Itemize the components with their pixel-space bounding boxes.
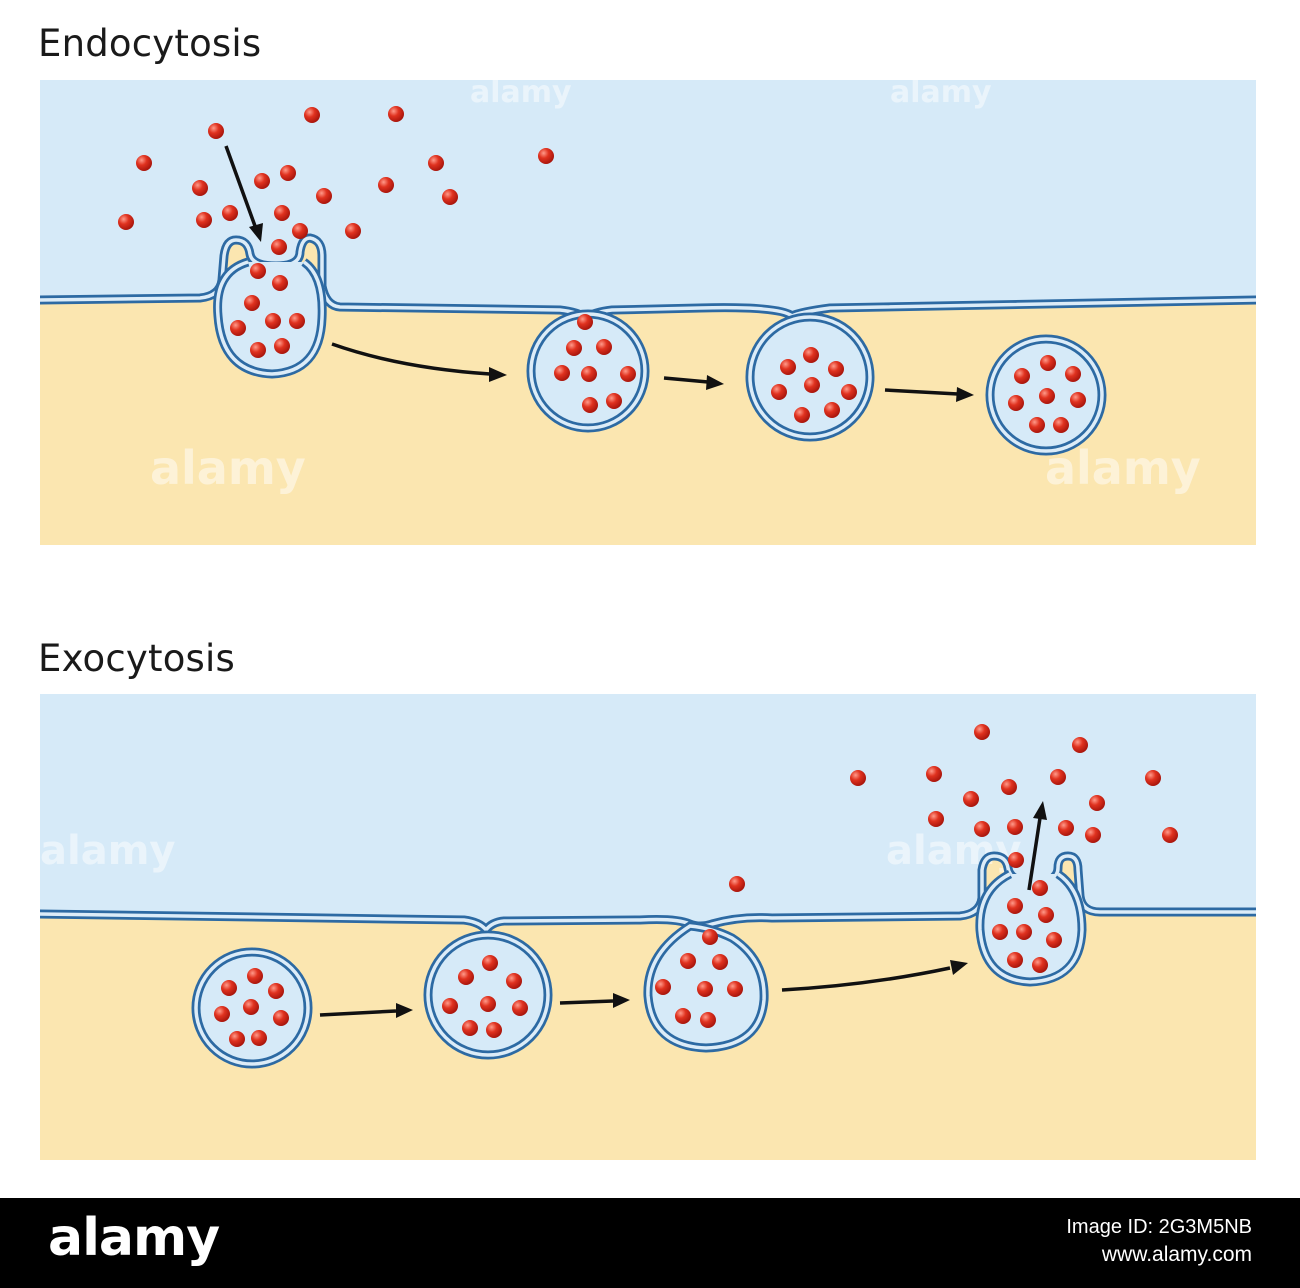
footer-image-id: Image ID: 2G3M5NB bbox=[1066, 1216, 1252, 1238]
plasma-membrane bbox=[40, 233, 1256, 323]
plasma-membrane bbox=[40, 851, 1256, 935]
vesicle-icon bbox=[423, 930, 553, 1060]
arrow-icon bbox=[224, 145, 263, 242]
extracellular-region bbox=[40, 80, 1256, 318]
arrow-icon bbox=[884, 387, 974, 402]
watermark-text: alamy bbox=[40, 828, 175, 874]
endocytosis-exocytosis-diagram: alamy alamy alamy alamy bbox=[40, 75, 1256, 1160]
arrow-icon bbox=[319, 1003, 413, 1018]
watermark-text: alamy bbox=[470, 75, 572, 110]
arrow-icon bbox=[663, 375, 724, 390]
exocytosis-panel: alamy alamy bbox=[40, 694, 1256, 1160]
vesicle-icon bbox=[975, 869, 1087, 987]
particle-icon bbox=[214, 724, 1178, 1047]
extracellular-region bbox=[40, 694, 1256, 930]
vesicle-icon bbox=[745, 312, 875, 442]
footer-image-info: Image ID: 2G3M5NB www.alamy.com bbox=[1066, 1213, 1252, 1269]
arrow-icon bbox=[331, 342, 507, 382]
footer-logo[interactable]: alamy bbox=[48, 1208, 220, 1268]
particle-icon bbox=[118, 106, 1086, 433]
endocytosis-title: Endocytosis bbox=[38, 22, 262, 65]
footer-site-link[interactable]: www.alamy.com bbox=[1101, 1243, 1252, 1266]
arrow-icon bbox=[1027, 801, 1047, 891]
watermark-text: alamy bbox=[150, 441, 306, 495]
exocytosis-title: Exocytosis bbox=[38, 637, 235, 680]
watermark-group: alamy alamy bbox=[40, 828, 1021, 874]
watermark-text: alamy bbox=[886, 828, 1021, 874]
arrow-icon bbox=[781, 960, 968, 992]
arrow-icon bbox=[559, 993, 630, 1008]
footer-bar: alamy Image ID: 2G3M5NB www.alamy.com bbox=[0, 1198, 1300, 1288]
watermark-text: alamy bbox=[890, 75, 992, 110]
endocytosis-panel: alamy alamy alamy alamy bbox=[40, 75, 1256, 545]
